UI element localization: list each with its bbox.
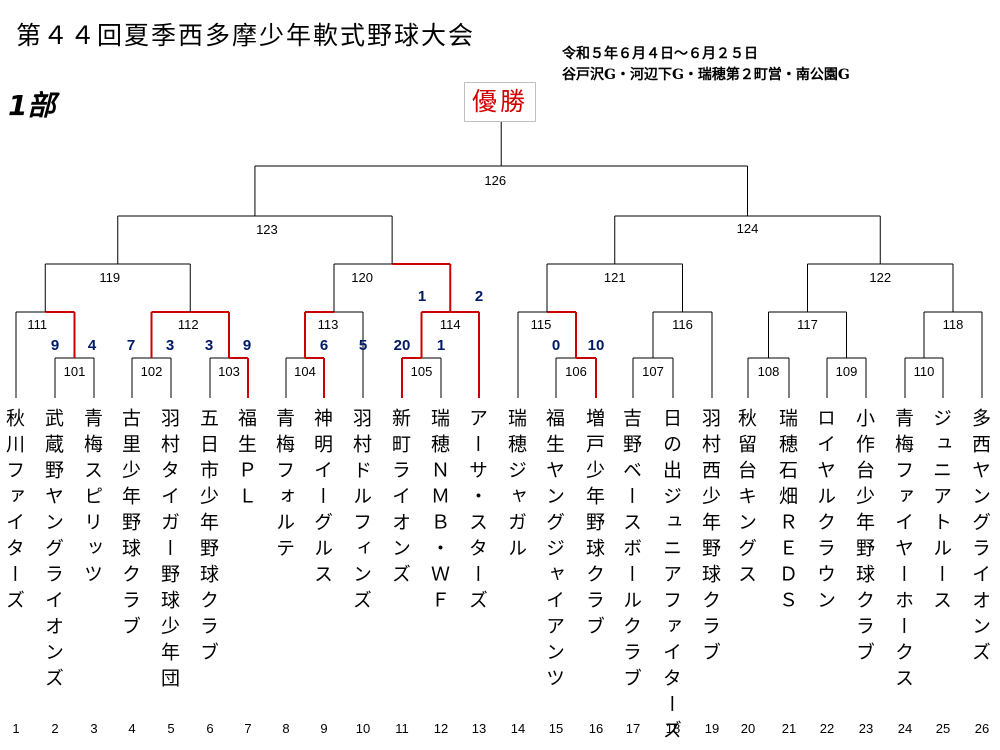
- team-number: 19: [704, 721, 720, 736]
- score-113: 6: [320, 337, 328, 354]
- game-number-110: 110: [914, 364, 935, 379]
- team-name: 瑞穂ＮＭＢ・ＷＦ: [428, 408, 450, 616]
- game-number-108: 108: [758, 364, 780, 379]
- team-number: 2: [51, 721, 59, 736]
- team-number: 4: [128, 721, 136, 736]
- team-name: 羽村西少年野球クラブ: [699, 408, 721, 668]
- tournament-title: 第４４回夏季西多摩少年軟式野球大会: [16, 21, 476, 50]
- game-number-105: 105: [411, 364, 433, 379]
- game-number-103: 103: [218, 364, 240, 379]
- division-label: 1部: [8, 89, 56, 122]
- team-number: 13: [471, 721, 487, 736]
- game-number-122: 122: [869, 270, 891, 285]
- team-number: 24: [897, 721, 913, 736]
- schedule-info: 令和５年６月４日～６月２５日 谷戸沢G・河辺下G・瑞穂第２町営・南公園G: [562, 44, 850, 86]
- score-112: 7: [127, 337, 135, 354]
- game-number-124: 124: [737, 221, 759, 236]
- team-number: 22: [819, 721, 835, 736]
- venue-list: 谷戸沢G・河辺下G・瑞穂第２町営・南公園G: [562, 67, 850, 83]
- team-name: 青梅スピリッツ: [81, 408, 103, 590]
- game-number-120: 120: [351, 270, 373, 285]
- team-number: 20: [740, 721, 756, 736]
- team-name: 青梅ファイヤーホークス: [892, 408, 914, 694]
- team-name: 羽村タイガー野球少年団: [158, 408, 180, 694]
- game-number-118: 118: [943, 317, 964, 332]
- team-number: 10: [355, 721, 371, 736]
- team-name: 神明イーグルス: [311, 408, 333, 590]
- game-number-126: 126: [484, 173, 506, 188]
- team-name: ロイヤルクラウン: [814, 408, 836, 616]
- team-number: 7: [244, 721, 252, 736]
- score-112: 9: [243, 337, 251, 354]
- team-name: 羽村ドルフィンズ: [350, 408, 372, 616]
- team-name: 日の出ジュニアファイターズ: [660, 408, 682, 746]
- game-number-119: 119: [99, 270, 120, 285]
- team-number: 26: [974, 721, 990, 736]
- team-name: 武蔵野ヤングライオンズ: [42, 408, 64, 694]
- game-number-107: 107: [642, 364, 664, 379]
- game-number-104: 104: [294, 364, 316, 379]
- team-number: 23: [858, 721, 874, 736]
- team-number: 18: [665, 721, 681, 736]
- team-number: 15: [548, 721, 564, 736]
- team-name: アーサ・スターズ: [466, 408, 488, 616]
- team-number: 3: [90, 721, 98, 736]
- team-number: 14: [510, 721, 526, 736]
- team-name: 瑞穂ジャガル: [505, 408, 527, 564]
- team-name: 瑞穂石畑ＲＥＤＳ: [776, 408, 798, 616]
- team-name: 古里少年野球クラブ: [119, 408, 141, 642]
- game-number-115: 115: [531, 317, 552, 332]
- team-number: 5: [167, 721, 175, 736]
- team-name: 秋留台キングス: [735, 408, 757, 590]
- game-number-109: 109: [836, 364, 858, 379]
- team-number: 25: [935, 721, 951, 736]
- team-name: 新町ライオンズ: [389, 408, 411, 590]
- score-111: 9: [51, 337, 59, 354]
- game-number-114: 114: [440, 317, 461, 332]
- team-name: 福生ＰＬ: [235, 408, 257, 512]
- team-name: 増戸少年野球クラブ: [583, 408, 605, 642]
- team-name: 五日市少年野球クラブ: [197, 408, 219, 668]
- score-113: 5: [359, 337, 367, 354]
- team-number: 9: [320, 721, 328, 736]
- team-number: 12: [433, 721, 449, 736]
- team-number: 1: [12, 721, 20, 736]
- game-number-106: 106: [565, 364, 587, 379]
- score-112: 3: [166, 337, 174, 354]
- team-number: 16: [588, 721, 604, 736]
- game-number-102: 102: [141, 364, 163, 379]
- team-name: 小作台少年野球クラブ: [853, 408, 875, 668]
- game-number-121: 121: [604, 270, 626, 285]
- score-112: 3: [205, 337, 213, 354]
- game-number-123: 123: [256, 222, 278, 237]
- score-115: 10: [588, 337, 605, 354]
- date-range: 令和５年６月４日～６月２５日: [562, 46, 758, 62]
- team-name: 多西ヤングライオンズ: [969, 408, 991, 668]
- score-114: 1: [437, 337, 445, 354]
- game-number-113: 113: [318, 317, 339, 332]
- team-number: 8: [282, 721, 290, 736]
- score-115: 0: [552, 337, 560, 354]
- team-number: 17: [625, 721, 641, 736]
- team-name: 秋川ファイターズ: [3, 408, 25, 616]
- game-number-117: 117: [797, 317, 818, 332]
- team-name: 青梅フォルテ: [273, 408, 295, 564]
- team-number: 6: [206, 721, 214, 736]
- game-number-112: 112: [178, 317, 199, 332]
- score-120: 2: [475, 288, 483, 305]
- team-number: 11: [395, 721, 409, 736]
- game-number-111: 111: [27, 317, 47, 332]
- game-number-116: 116: [672, 317, 693, 332]
- team-number: 21: [781, 721, 797, 736]
- team-name: 福生ヤングジャイアンツ: [543, 408, 565, 694]
- team-name: 吉野ベースボールクラブ: [620, 408, 642, 694]
- score-114: 20: [394, 337, 411, 354]
- champion-label: 優勝: [464, 82, 536, 122]
- score-120: 1: [418, 288, 426, 305]
- score-111: 4: [88, 337, 97, 354]
- team-name: ジュニアトルース: [930, 408, 952, 616]
- game-number-101: 101: [64, 364, 86, 379]
